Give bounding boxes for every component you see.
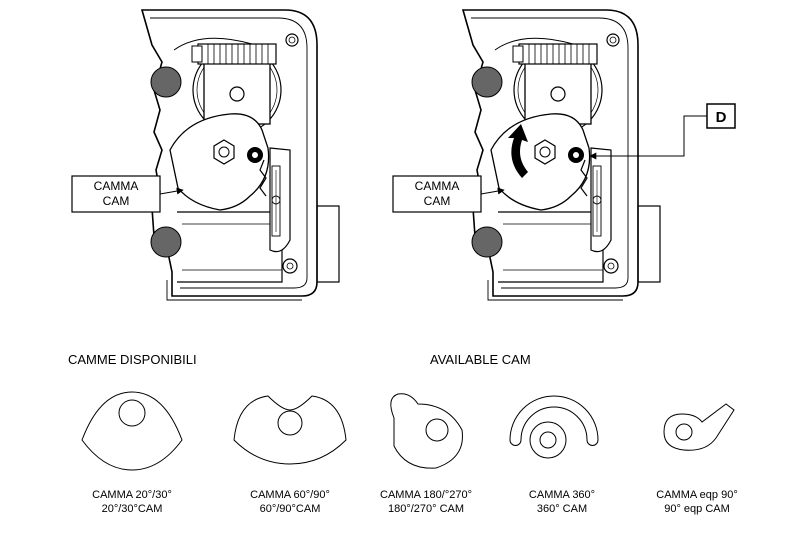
right-cam-leader xyxy=(480,187,505,195)
left-cam-label-it: CAMMA xyxy=(94,179,139,193)
cam-profile-360 xyxy=(509,395,599,459)
detail-d-callout: D xyxy=(706,103,736,129)
cam-profile-20-30 xyxy=(81,391,183,471)
left-cam-callout-box: CAMMA CAM xyxy=(71,175,161,213)
cam-assembly-right: CAMMA CAM D xyxy=(392,9,736,301)
cam-caption-20-30-line1: CAMMA 20°/30° xyxy=(92,489,172,501)
cam-caption-60-90-line2: 60°/90°CAM xyxy=(260,503,321,515)
left-cam-leader xyxy=(159,187,184,195)
cam-profile-60-90 xyxy=(233,395,347,465)
right-cam-callout-box: CAMMA CAM xyxy=(392,175,482,213)
heading-camme-disponibili: CAMME DISPONIBILI xyxy=(68,352,197,367)
right-cam-label-it: CAMMA xyxy=(415,179,460,193)
left-cam-label-en: CAM xyxy=(103,194,130,208)
cam-assembly-left: CAMMA CAM xyxy=(71,9,340,301)
cam-profile-180-270 xyxy=(390,393,463,469)
detail-d-label: D xyxy=(716,109,727,126)
cam-caption-360-line1: CAMMA 360° xyxy=(529,489,595,501)
detail-d-leader xyxy=(589,115,707,160)
cam-caption-360-line2: 360° CAM xyxy=(537,503,587,515)
cam-profile-eqp-90 xyxy=(663,403,735,451)
right-cam-label-en: CAM xyxy=(424,194,451,208)
heading-available-cam: AVAILABLE CAM xyxy=(430,352,531,367)
rotation-arrow-icon xyxy=(508,124,528,178)
cam-caption-180-270-line2: 180°/270° CAM xyxy=(388,503,464,515)
cam-caption-180-270-line1: CAMMA 180/°270° xyxy=(380,489,472,501)
cam-caption-20-30-line2: 20°/30°CAM xyxy=(102,503,163,515)
cam-caption-60-90-line1: CAMMA 60°/90° xyxy=(250,489,330,501)
cam-caption-eqp-90-line1: CAMMA eqp 90° xyxy=(656,489,737,501)
cam-caption-eqp-90-line2: 90° eqp CAM xyxy=(664,503,730,515)
